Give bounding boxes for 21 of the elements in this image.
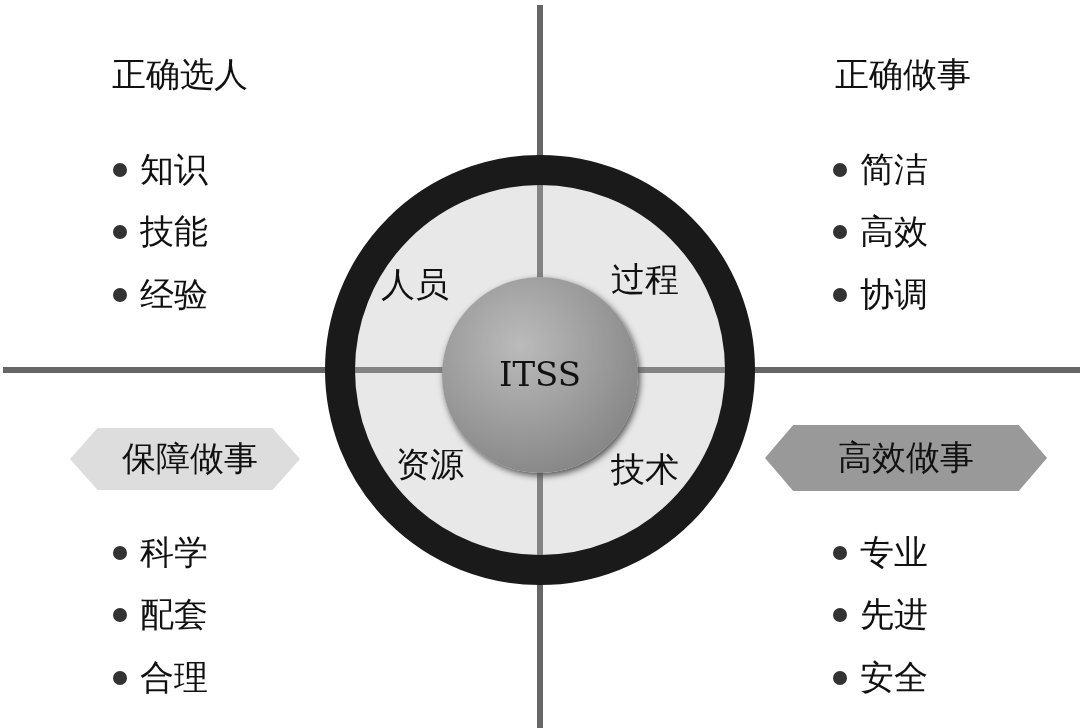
node-label: 人员 (381, 266, 449, 304)
node-label: 资源 (396, 446, 464, 484)
list-item-text: 科学 (140, 534, 208, 572)
list-item-text: 专业 (860, 534, 928, 572)
node-label: ITSS (498, 356, 582, 394)
list-item-text: 协调 (860, 276, 928, 314)
node-label: 过程 (611, 261, 679, 299)
list-item-text: 高效 (860, 213, 928, 251)
list-item-text: 技能 (140, 213, 208, 251)
list-item-text: 简洁 (860, 151, 928, 189)
list-item-text: 配套 (140, 596, 208, 634)
list-item-text: 知识 (140, 151, 208, 189)
list-item-text: 先进 (860, 596, 928, 634)
node-label: 保障做事 (122, 440, 258, 478)
node-label: 高效做事 (838, 439, 974, 477)
node-label: 技术 (611, 451, 679, 489)
quadrant-heading: 正确选人 (112, 56, 248, 94)
list-item-text: 安全 (860, 659, 928, 697)
list-item-text: 经验 (140, 276, 208, 314)
quadrant-heading: 正确做事 (835, 56, 971, 94)
list-item-text: 合理 (140, 659, 208, 697)
